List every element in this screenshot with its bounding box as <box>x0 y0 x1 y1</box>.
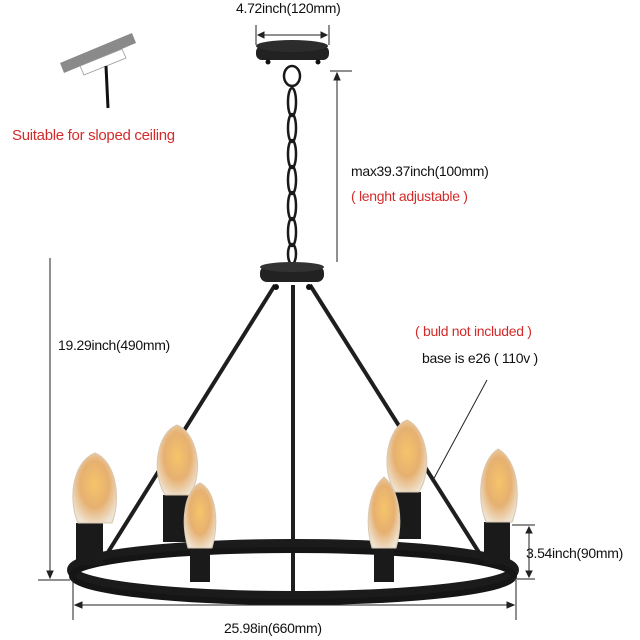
chain-adjustable-note: ( lenght adjustable ) <box>351 188 468 204</box>
bulb-base-label: base is e26 ( 110v ) <box>422 350 538 366</box>
sloped-ceiling-label: Suitable for sloped ceiling <box>12 127 175 144</box>
bulb-base-leader-line <box>431 379 488 483</box>
canopy-width-dimension <box>255 25 330 45</box>
ceiling-canopy <box>256 40 329 65</box>
sloped-ceiling-icon <box>60 33 136 109</box>
socket-height-label: 3.54inch(90mm) <box>526 545 623 561</box>
bulb-front-right-inner <box>367 476 401 582</box>
canopy-width-label: 4.72inch(120mm) <box>236 0 341 16</box>
bulb-back-right <box>386 419 428 539</box>
bulb-front-left-inner <box>183 482 217 582</box>
ring-diameter-label: 25.98in(660mm) <box>224 620 322 636</box>
chandelier-ring <box>67 539 519 605</box>
ring-diameter-dimension <box>72 580 517 620</box>
chain-length-dimension <box>330 70 352 262</box>
bulb-right <box>480 448 518 564</box>
bulb-left <box>72 452 117 565</box>
chain-length-label: max39.37inch(100mm) <box>351 163 489 179</box>
body-height-label: 19.29inch(490mm) <box>58 337 170 353</box>
socket-height-dimension <box>512 524 535 580</box>
bulb-not-included-note: ( buld not included ) <box>415 323 532 339</box>
body-height-dimension <box>38 258 70 581</box>
chain <box>282 64 302 266</box>
center-hub <box>260 262 324 290</box>
